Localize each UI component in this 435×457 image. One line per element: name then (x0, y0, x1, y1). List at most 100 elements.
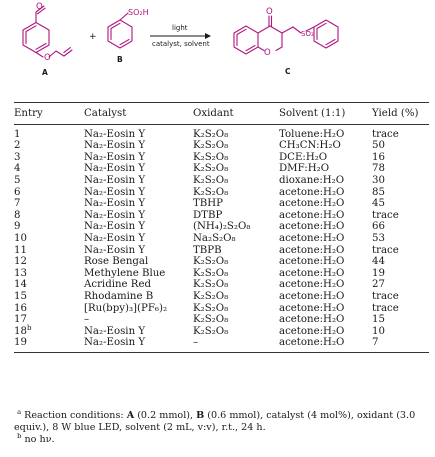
entry-cell: 11 (14, 245, 84, 257)
solvent-cell: acetone:H₂O (279, 210, 372, 222)
solvent-cell: acetone:H₂O (279, 326, 372, 338)
yield-cell: 7 (372, 337, 429, 353)
entry-cell: 12 (14, 256, 84, 268)
compound-a-carbonyl-oxygen: O (36, 2, 43, 12)
oxidant-cell-text: K₂S₂O₈ (193, 325, 229, 337)
entry-cell-text: 8 (14, 209, 21, 221)
solvent-cell-text: acetone:H₂O (279, 302, 345, 314)
catalyst-cell: Na₂-Eosin Y (84, 152, 193, 164)
catalyst-cell-text: Acridine Red (84, 279, 152, 291)
entry-cell: 8 (14, 210, 84, 222)
optimization-table-container: Entry Catalyst Oxidant Solvent (1:1) Yie… (14, 102, 429, 353)
oxidant-cell-text: K₂S₂O₈ (193, 267, 229, 279)
solvent-cell: CH₃CN:H₂O (279, 140, 372, 152)
entry-cell-text: 2 (14, 140, 21, 152)
entry-cell: 16 (14, 303, 84, 315)
oxidant-cell-text: K₂S₂O₈ (193, 140, 229, 152)
catalyst-cell: Na₂-Eosin Y (84, 140, 193, 152)
compound-a-label: A (42, 68, 48, 77)
entry-cell-text: 16 (14, 302, 27, 314)
entry-cell-text: 6 (14, 186, 21, 198)
oxidant-cell-text: K₂S₂O₈ (193, 256, 229, 268)
entry-cell: 3 (14, 152, 84, 164)
oxidant-cell: K₂S₂O₈ (193, 187, 279, 199)
oxidant-cell: K₂S₂O₈ (193, 175, 279, 187)
footnote-a: a Reaction conditions: A (0.2 mmol), B (… (14, 408, 429, 434)
entry-cell: 14 (14, 279, 84, 291)
footnote-a-compound-a: A (126, 410, 135, 421)
footnote-b: b no hν. (14, 432, 429, 446)
catalyst-cell: Na₂-Eosin Y (84, 233, 193, 245)
yield-cell-text: 7 (372, 337, 379, 349)
solvent-cell-text: acetone:H₂O (279, 198, 345, 210)
entry-cell-text: 12 (14, 256, 27, 268)
yield-cell: trace (372, 245, 429, 257)
yield-cell-text: 27 (372, 279, 385, 291)
oxidant-cell-text: Na₂S₂O₈ (193, 232, 236, 244)
compound-c-ring-oxygen: O (264, 48, 271, 58)
entry-cell-text: 9 (14, 221, 21, 233)
entry-cell: 7 (14, 198, 84, 210)
catalyst-cell-text: – (84, 314, 90, 326)
solvent-cell: acetone:H₂O (279, 314, 372, 326)
entry-cell-text: 4 (14, 163, 21, 175)
solvent-cell-text: acetone:H₂O (279, 325, 345, 337)
oxidant-cell: K₂S₂O₈ (193, 140, 279, 152)
catalyst-cell: Rose Bengal (84, 256, 193, 268)
entry-cell-text: 10 (14, 232, 27, 244)
solvent-cell: Toluene:H₂O (279, 124, 372, 140)
compound-a-structure (22, 5, 73, 58)
compound-b-structure (107, 12, 133, 49)
yield-cell-text: 53 (372, 232, 385, 244)
compound-c-label: C (285, 67, 291, 76)
catalyst-cell-text: Na₂-Eosin Y (84, 140, 146, 152)
oxidant-cell: TBPB (193, 245, 279, 257)
catalyst-cell: Rhodamine B (84, 291, 193, 303)
catalyst-cell-text: Na₂-Eosin Y (84, 325, 146, 337)
catalyst-cell: Na₂-Eosin Y (84, 175, 193, 187)
yield-cell-text: 30 (372, 174, 385, 186)
catalyst-cell: Na₂-Eosin Y (84, 245, 193, 257)
arrow-condition-light: light (172, 24, 188, 32)
catalyst-cell: [Ru(bpy)₃](PF₆)₂ (84, 303, 193, 315)
oxidant-cell-text: K₂S₂O₈ (193, 174, 229, 186)
yield-cell-text: trace (372, 209, 399, 221)
catalyst-cell: Na₂-Eosin Y (84, 163, 193, 175)
footnote-a-mark: a (17, 408, 22, 416)
yield-cell: 19 (372, 268, 429, 280)
footnote-b-mark: b (17, 432, 22, 440)
solvent-cell: DCE:H₂O (279, 152, 372, 164)
catalyst-cell-text: Na₂-Eosin Y (84, 151, 146, 163)
solvent-cell-text: acetone:H₂O (279, 186, 345, 198)
solvent-cell-text: acetone:H₂O (279, 232, 345, 244)
solvent-cell: acetone:H₂O (279, 337, 372, 353)
entry-cell-text: 13 (14, 267, 27, 279)
solvent-cell: acetone:H₂O (279, 198, 372, 210)
header-oxidant: Oxidant (193, 102, 279, 125)
entry-cell: 1 (14, 124, 84, 140)
catalyst-cell-text: Na₂-Eosin Y (84, 221, 146, 233)
oxidant-cell: K₂S₂O₈ (193, 326, 279, 338)
solvent-cell: DMF:H₂O (279, 163, 372, 175)
solvent-cell: acetone:H₂O (279, 268, 372, 280)
yield-cell-text: 16 (372, 151, 385, 163)
yield-cell: 15 (372, 314, 429, 326)
compound-b-sulfinic-acid-group: SO₂H (128, 8, 149, 17)
entry-footnote-mark: b (26, 322, 32, 332)
yield-cell: trace (372, 303, 429, 315)
yield-cell-text: 44 (372, 256, 385, 268)
yield-cell-text: 66 (372, 221, 385, 233)
oxidant-cell: K₂S₂O₈ (193, 279, 279, 291)
footnote-b-text: no hν. (24, 434, 55, 445)
entry-cell: 18b (14, 322, 84, 338)
solvent-cell: acetone:H₂O (279, 303, 372, 315)
catalyst-cell: Na₂-Eosin Y (84, 124, 193, 140)
compound-c-carbonyl-oxygen: O (266, 7, 273, 17)
